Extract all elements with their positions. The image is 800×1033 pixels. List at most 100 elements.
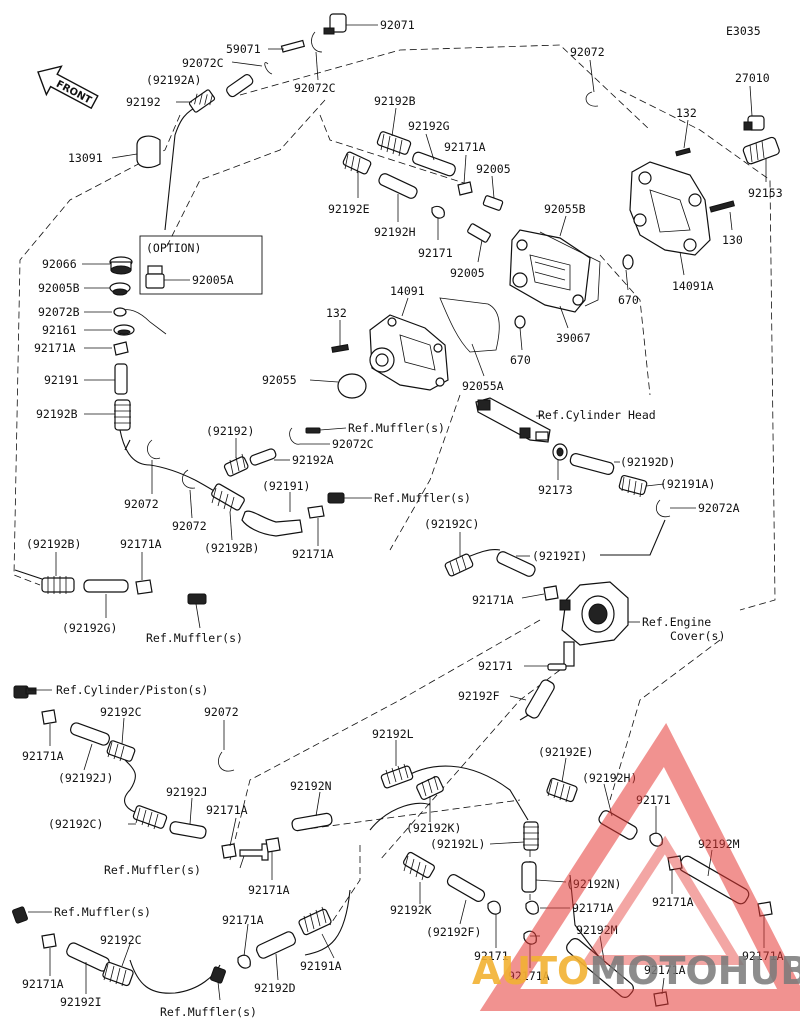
tube-92192H	[378, 173, 418, 199]
elbow-92191	[241, 510, 303, 537]
gasket-92055B	[539, 231, 601, 307]
tube-92192J	[169, 821, 207, 839]
engine-cover	[559, 581, 629, 667]
label-92055: 92055	[262, 373, 297, 387]
watermark-inner-triangle-icon	[580, 835, 744, 965]
label-92192N: 92192N	[290, 779, 332, 793]
clip-92072C-c	[289, 427, 301, 445]
label-92005: 92005	[476, 162, 511, 176]
clamp-92171A-n	[41, 933, 57, 949]
clamp-92171A-h	[265, 837, 281, 853]
ref-muffler-c: Ref.Muffler(s)	[146, 631, 243, 645]
label-670-b: 670	[510, 353, 531, 367]
clamp-92171A-d	[135, 579, 153, 595]
hose-92191A	[618, 474, 648, 498]
label-92171A-b: 92171A	[34, 341, 76, 355]
label-92192D: 92192D	[254, 981, 296, 995]
clamp-92171-b	[547, 663, 567, 671]
clamp-92171A-g	[221, 843, 237, 859]
front-arrow-icon: FRONT	[37, 65, 99, 110]
label-92171A-o: 92171A	[644, 963, 686, 977]
plug-92005-b	[467, 223, 491, 243]
tube-92192J-p	[69, 722, 111, 746]
grommet-13091	[136, 135, 161, 169]
label-92191A: 92191A	[300, 959, 342, 973]
tube-92192F	[525, 679, 555, 719]
label-92173: 92173	[538, 483, 573, 497]
tube-92192A	[226, 74, 254, 98]
label-92192F: 92192F	[458, 689, 500, 703]
label-92072C-b: 92072C	[294, 81, 336, 95]
tube-92192G	[412, 151, 456, 177]
label-92072: 92072	[570, 45, 605, 59]
clamp-92171A-f	[41, 709, 57, 725]
cap-92066	[109, 256, 133, 275]
tube-92192F-p	[446, 874, 486, 902]
label-92192L: 92192L	[372, 727, 414, 741]
hose-92192C-c	[132, 805, 168, 830]
label-92191-paren: (92191)	[262, 479, 310, 493]
label-92192C-paren2: (92192C)	[48, 817, 103, 831]
fitting-ref-cylinder-piston	[13, 685, 37, 699]
fitting-ref-muffler-c	[187, 593, 207, 605]
ref-cylinder-head: Ref.Cylinder Head	[538, 408, 656, 422]
fitting-92071	[323, 13, 347, 35]
plug-92005B	[109, 282, 131, 296]
o-ring-92055	[337, 373, 367, 399]
clip-92072-b	[147, 439, 161, 460]
clamp-92171A-c	[307, 505, 325, 519]
ref-muffler-a: Ref.Muffler(s)	[348, 421, 445, 435]
label-92192J-paren: (92192J)	[58, 771, 113, 785]
tube-92192D	[569, 453, 615, 475]
fitting-ref-muffler-b	[327, 492, 345, 504]
clamp-92171A-e	[543, 585, 559, 601]
label-92192A-b: 92192A	[292, 453, 334, 467]
label-92171A-k: 92171A	[222, 913, 264, 927]
label-13091: 13091	[68, 151, 103, 165]
o-ring-670-b	[514, 315, 526, 329]
valve-body-39067	[509, 229, 591, 313]
hose-92192K	[403, 851, 435, 881]
hose-92192K-p	[416, 775, 444, 800]
fitting-92153	[742, 136, 780, 165]
clamp-92171-a	[431, 205, 445, 219]
ref-muffler-f: Ref.Muffler(s)	[160, 1005, 257, 1019]
ref-muffler-e: Ref.Muffler(s)	[54, 905, 151, 919]
label-92192J: 92192J	[166, 785, 208, 799]
label-92171A-j: 92171A	[652, 895, 694, 909]
label-92192F-paren: (92192F)	[426, 925, 481, 939]
cover-14091A	[629, 161, 711, 256]
label-92171A-e: 92171A	[472, 593, 514, 607]
label-92153: 92153	[748, 186, 783, 200]
hose-92192B-c	[211, 483, 245, 513]
label-92171A-f: 92171A	[22, 749, 64, 763]
label-92005A: 92005A	[192, 273, 234, 287]
bolt-130	[709, 200, 735, 213]
ref-muffler-d: Ref.Muffler(s)	[104, 863, 201, 877]
label-92171A-d: 92171A	[120, 537, 162, 551]
clip-92072-a	[585, 91, 599, 107]
hose-92192L-p	[523, 821, 539, 851]
ref-engine-cover-line2: Cover(s)	[670, 629, 725, 643]
hose-92192E	[342, 151, 372, 175]
plug-92005-a	[482, 195, 504, 211]
hose-92192-b	[223, 453, 249, 477]
label-92192C-b: 92192C	[100, 933, 142, 947]
watermark-text-hub: HUB	[718, 949, 800, 993]
label-92066: 92066	[42, 257, 77, 271]
clamp-92171A-o	[237, 954, 251, 969]
gasket-92173	[552, 443, 568, 461]
label-59071: 59071	[226, 42, 261, 56]
watermark-text-auto: AUTO	[472, 949, 589, 993]
label-92072-c: 92072	[172, 519, 207, 533]
o-ring-670-a	[622, 254, 634, 270]
hose-92192E-p	[546, 777, 578, 803]
tube-92192N	[291, 812, 333, 832]
tube-92192G-b	[83, 579, 129, 593]
label-92192A-paren: (92192A)	[146, 73, 201, 87]
clamp-92171A-b	[113, 341, 129, 356]
label-39067: 39067	[556, 331, 591, 345]
clip-92072-c	[181, 469, 196, 489]
label-92171A-h: 92171A	[248, 883, 290, 897]
label-92192L-paren: (92192L)	[430, 837, 485, 851]
